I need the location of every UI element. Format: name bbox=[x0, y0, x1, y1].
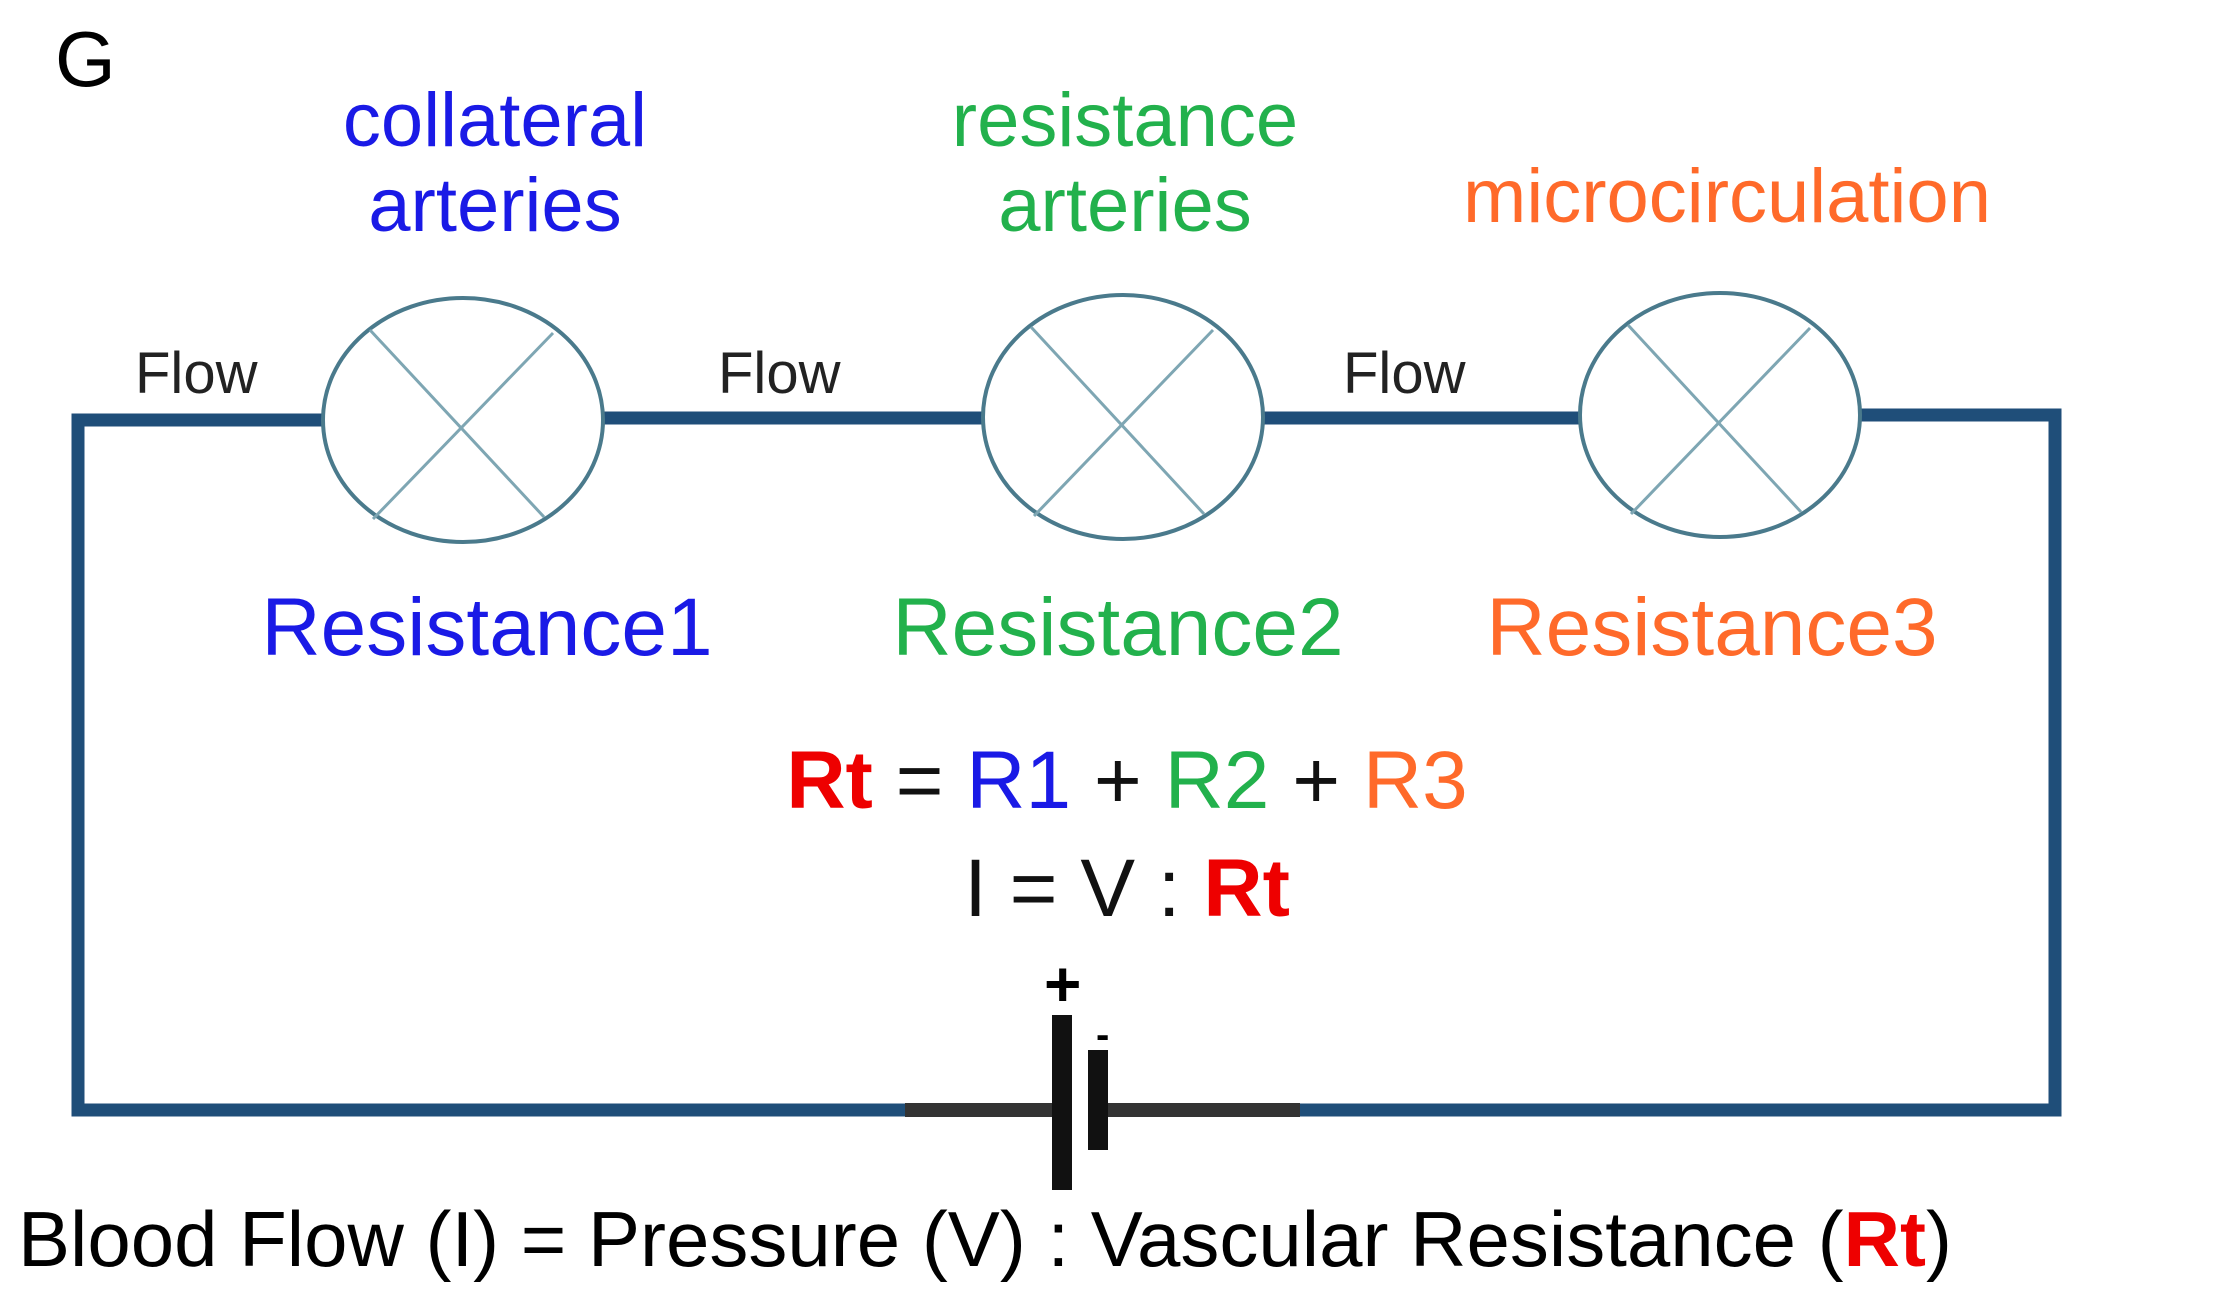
category-label-line1: collateral bbox=[342, 78, 648, 163]
wire-right bbox=[1293, 408, 2062, 1117]
resistance-label-1: Resistance1 bbox=[261, 582, 713, 673]
resistance-label-3: Resistance3 bbox=[1486, 582, 1938, 673]
category-label-line2: arteries bbox=[998, 163, 1252, 249]
eq-r2: R2 bbox=[1164, 735, 1270, 826]
category-label-microcirculation: microcirculation bbox=[1463, 78, 1991, 239]
battery-minus-sign: - bbox=[1096, 1013, 1110, 1057]
resistance-label-2: Resistance2 bbox=[892, 582, 1344, 673]
battery-plus-sign: + bbox=[1044, 948, 1082, 1020]
eq-plus-1: + bbox=[1071, 735, 1165, 826]
flow-equation: I = V : Rt bbox=[964, 848, 1290, 930]
caption: Blood Flow (I) = Pressure (V) : Vascular… bbox=[18, 1200, 1952, 1278]
resistor-1-symbol bbox=[321, 296, 605, 544]
eq-r1: R1 bbox=[966, 735, 1072, 826]
caption-rt: Rt bbox=[1843, 1195, 1926, 1283]
eq-rt: Rt bbox=[786, 735, 873, 826]
eq-equals: = bbox=[872, 735, 967, 826]
eq2-prefix: I = V : bbox=[964, 843, 1204, 934]
eq-r3: R3 bbox=[1362, 735, 1468, 826]
resistor-2-symbol bbox=[981, 293, 1265, 541]
category-label-line1: resistance bbox=[951, 78, 1299, 163]
wire-left-top-bottom bbox=[71, 413, 912, 1117]
category-label-line1 bbox=[1463, 78, 1991, 154]
caption-prefix: Blood Flow (I) = Pressure (V) : Vascular… bbox=[18, 1195, 1844, 1283]
flow-label-3: Flow bbox=[1343, 341, 1466, 406]
eq-plus-2: + bbox=[1269, 735, 1363, 826]
total-resistance-equation: Rt = R1 + R2 + R3 bbox=[786, 740, 1467, 822]
flow-label-2: Flow bbox=[718, 341, 841, 406]
category-label-line2: microcirculation bbox=[1463, 154, 1991, 239]
category-label-line2: arteries bbox=[368, 163, 622, 249]
category-label-resistance-arteries: resistance arteries bbox=[952, 78, 1298, 248]
category-label-collateral-arteries: collateral arteries bbox=[343, 78, 647, 248]
panel-label: G bbox=[55, 15, 116, 103]
resistor-3-symbol bbox=[1578, 291, 1862, 539]
flow-label-1: Flow bbox=[135, 341, 258, 406]
circuit-wires bbox=[71, 408, 2062, 1117]
eq2-rt: Rt bbox=[1203, 843, 1290, 934]
caption-suffix: ) bbox=[1925, 1195, 1952, 1283]
